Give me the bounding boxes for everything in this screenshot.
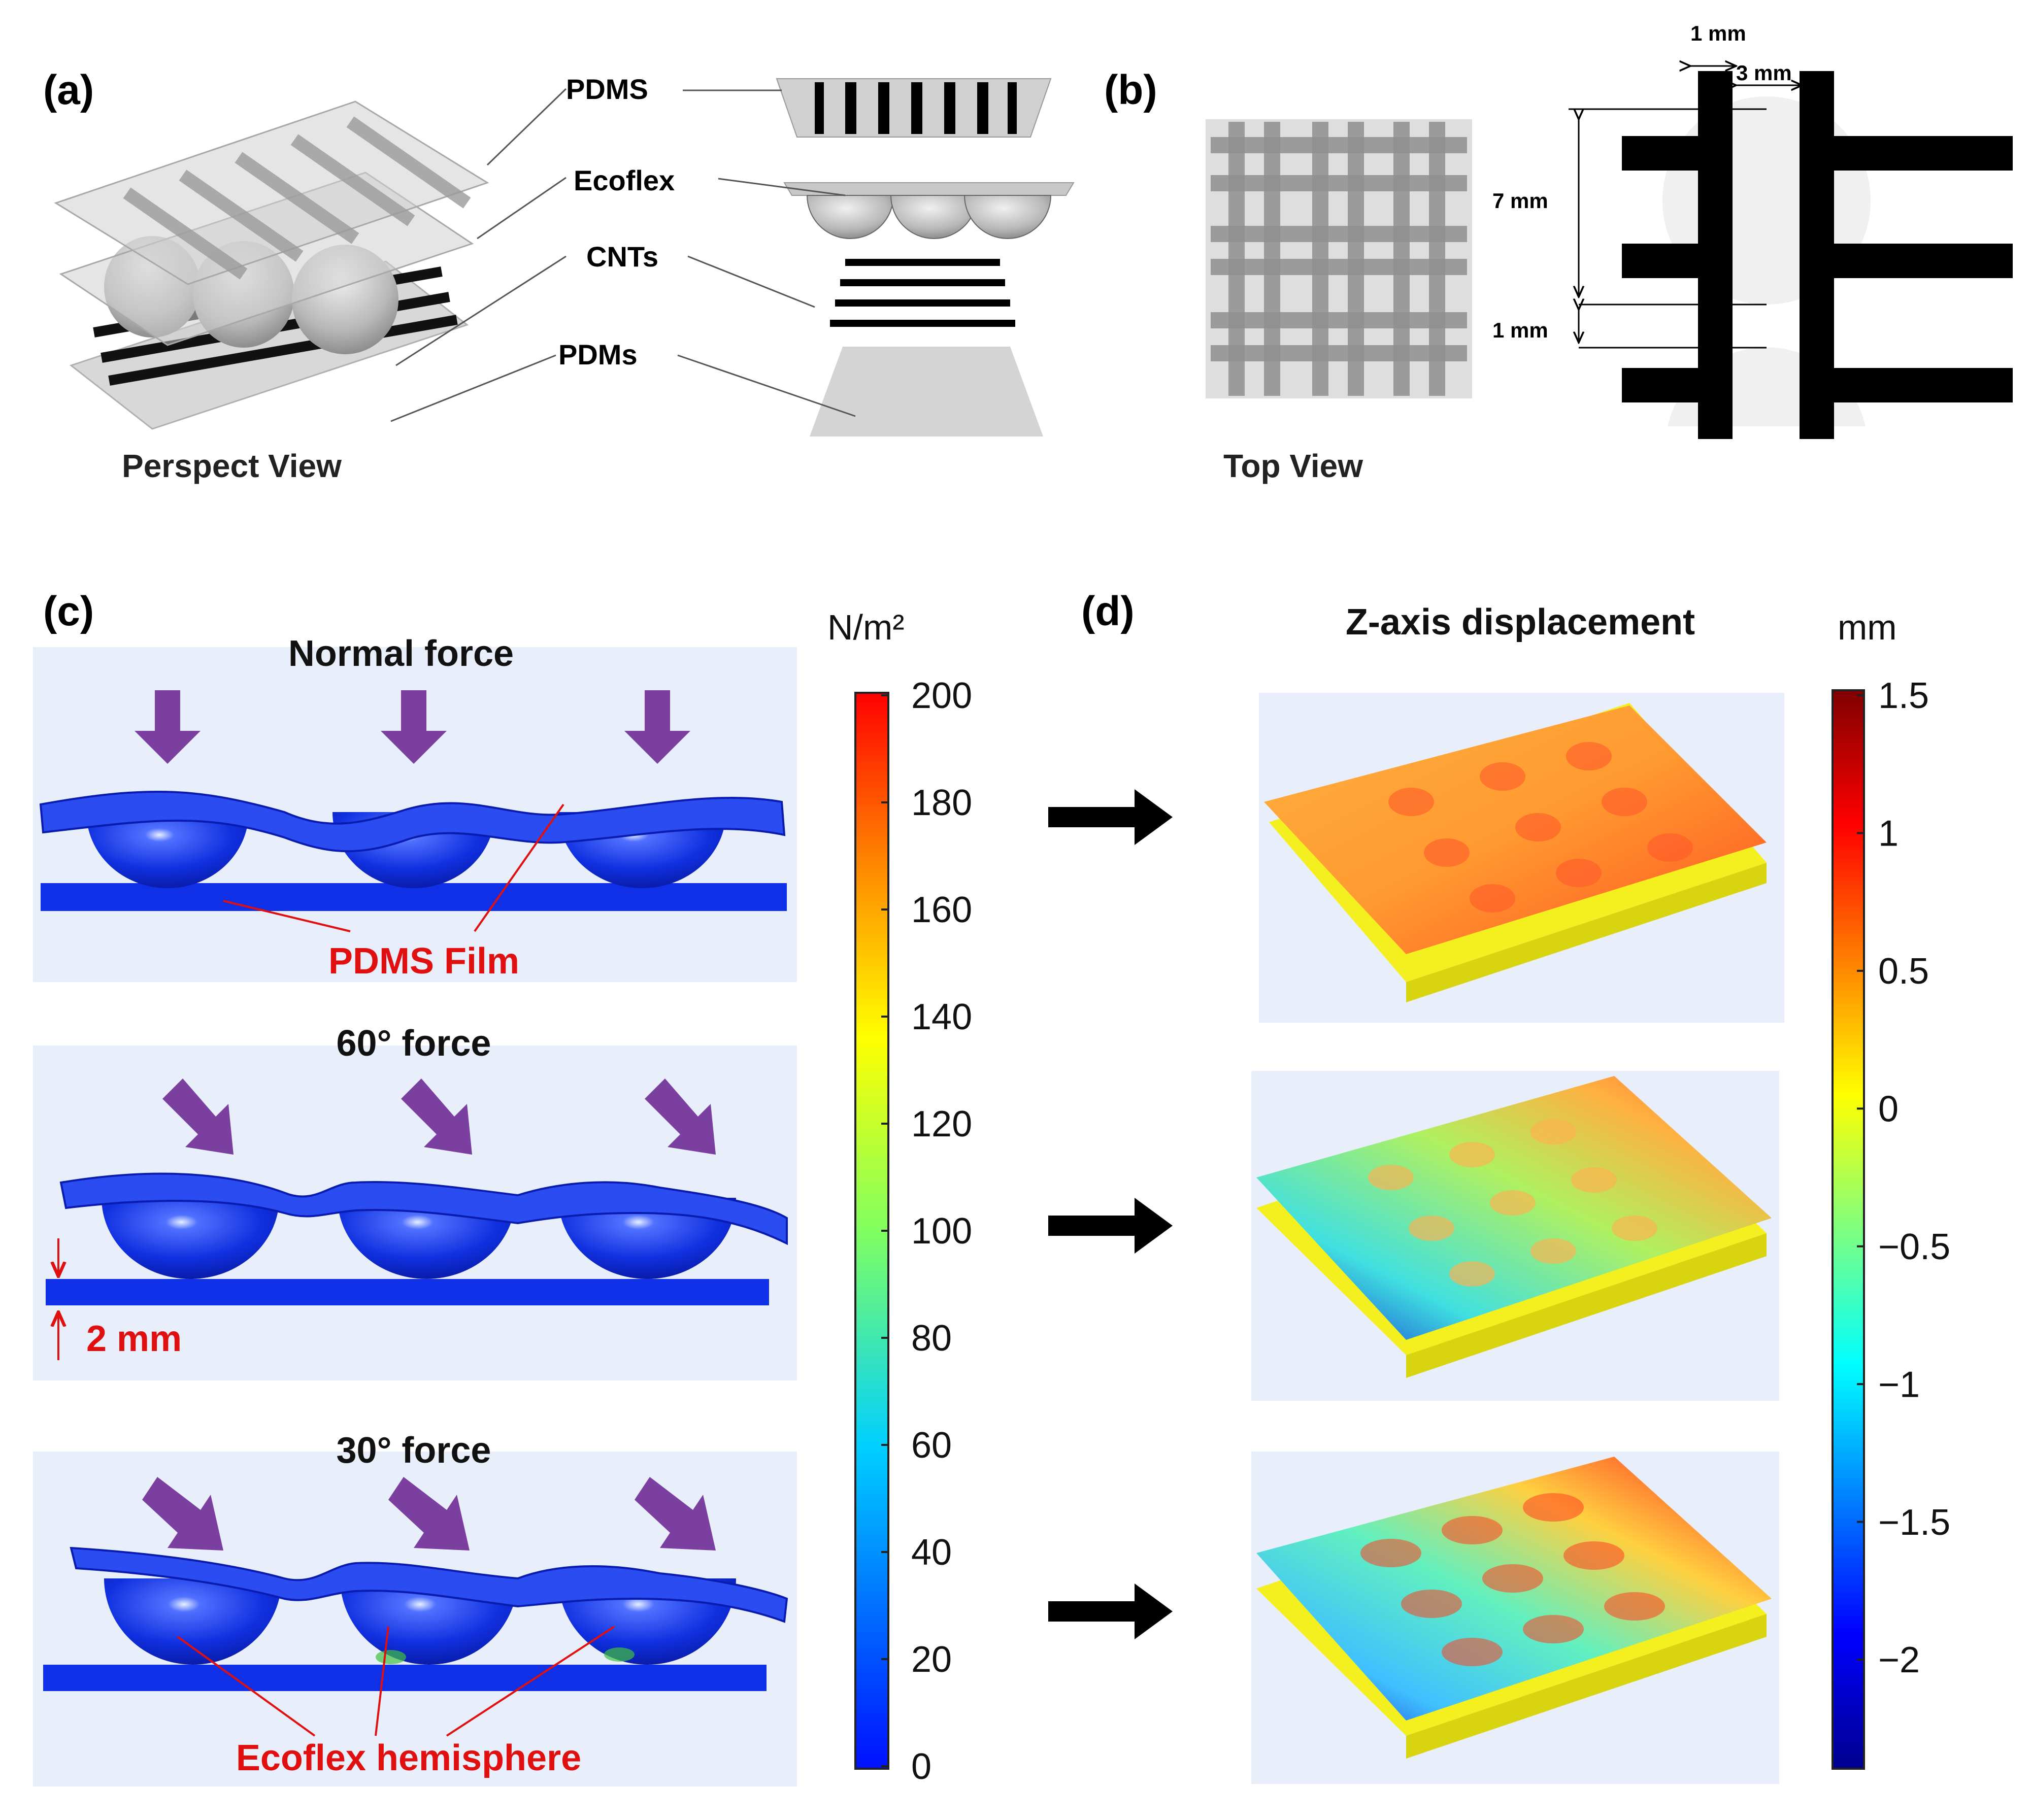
arrows-normal-force bbox=[135, 690, 690, 764]
displacement-tick-label: 0.5 bbox=[1878, 951, 1929, 992]
displacement-tick-label: 1 bbox=[1878, 814, 1899, 854]
colorbar-unit-stress: N/m² bbox=[827, 608, 905, 647]
stress-tick-label: 100 bbox=[911, 1211, 972, 1252]
annotation-lines-film bbox=[223, 803, 564, 932]
panel-a-leader-lines bbox=[390, 88, 856, 422]
exploded-hemispheres bbox=[806, 195, 1052, 239]
annotation-lines-hemi bbox=[177, 1626, 615, 1737]
stress-tick-label: 180 bbox=[911, 783, 972, 823]
stress-tick-label: 0 bbox=[911, 1746, 931, 1787]
top-view-caption: Top View bbox=[1223, 448, 1363, 484]
layer-label-pdms: PDMS bbox=[566, 73, 648, 105]
exploded-pdms-bottom bbox=[810, 347, 1043, 436]
stress-tick-label: 60 bbox=[911, 1425, 952, 1466]
displacement-tick-label: −2 bbox=[1878, 1640, 1920, 1680]
arrows-30-force bbox=[142, 1477, 716, 1551]
disp-60-spots bbox=[1368, 1119, 1657, 1287]
stress-tick-label: 80 bbox=[911, 1318, 952, 1359]
panel-d: (d) Z-axis displacement bbox=[1048, 588, 1950, 1784]
dim-label-7mm: 7 mm bbox=[1492, 189, 1548, 213]
title-z-displacement: Z-axis displacement bbox=[1346, 602, 1695, 643]
disp-normal-spots bbox=[1388, 742, 1693, 913]
displacement-tick-label: −1 bbox=[1878, 1364, 1920, 1405]
pdms-film-bottom-2 bbox=[46, 1279, 769, 1305]
colorbar-displacement bbox=[1832, 689, 1865, 1770]
exploded-top-electrodes bbox=[815, 82, 1017, 134]
disp-30-substrate-side bbox=[1406, 1614, 1767, 1759]
title-normal-force: Normal force bbox=[288, 633, 514, 674]
title-60-force: 60° force bbox=[337, 1023, 491, 1064]
annotation-ecoflex-hemisphere: Ecoflex hemisphere bbox=[236, 1738, 581, 1778]
panel-a-label: (a) bbox=[43, 67, 94, 113]
disp-normal-substrate-side bbox=[1406, 863, 1767, 1002]
schematic-dimension-lines bbox=[1569, 66, 1802, 349]
title-30-force: 30° force bbox=[337, 1430, 491, 1471]
panel-b-label: (b) bbox=[1104, 67, 1157, 113]
layer-label-pdms-bottom: PDMs bbox=[558, 339, 638, 370]
stress-tick-label: 40 bbox=[911, 1532, 952, 1573]
displacement-tick-label: 1.5 bbox=[1878, 676, 1929, 716]
stress-tick-label: 20 bbox=[911, 1639, 952, 1680]
stress-highlights-30 bbox=[376, 1647, 635, 1664]
panel-a: (a) bbox=[43, 67, 1075, 484]
disp-60-substrate-side bbox=[1406, 1233, 1767, 1378]
dim-label-3mm: 3 mm bbox=[1736, 61, 1792, 85]
panel-c-label: (c) bbox=[43, 588, 94, 634]
layer-label-cnts: CNTs bbox=[586, 241, 658, 273]
panel-c: (c) Normal force PDMS Film 60° force bbox=[33, 588, 972, 1787]
disp-30-bands bbox=[1360, 1493, 1665, 1666]
annotation-pdms-film: PDMS Film bbox=[328, 941, 519, 982]
layer-label-ecoflex: Ecoflex bbox=[574, 164, 675, 196]
annotation-2mm: 2 mm bbox=[86, 1319, 182, 1359]
exploded-cnt-lines bbox=[830, 259, 1015, 327]
pdms-film-bottom-3 bbox=[43, 1665, 767, 1691]
colorbar-displacement-ticks: 1.5 1 0.5 0 −0.5 −1 −1.5 −2 bbox=[1857, 676, 1950, 1680]
displacement-tick-label: −1.5 bbox=[1878, 1502, 1950, 1543]
stress-tick-label: 160 bbox=[911, 890, 972, 930]
exploded-ecoflex-sheet bbox=[783, 182, 1075, 196]
dim-label-1mm-side: 1 mm bbox=[1492, 318, 1548, 342]
arrows-to-displacement bbox=[1048, 789, 1173, 1639]
pdms-film-top-1 bbox=[39, 790, 786, 853]
displacement-tick-label: −0.5 bbox=[1878, 1227, 1950, 1267]
top-view-grid-bars bbox=[1211, 122, 1467, 396]
dim-label-1mm-top: 1 mm bbox=[1690, 21, 1746, 45]
panel-d-label: (d) bbox=[1081, 588, 1135, 634]
colorbar-unit-mm: mm bbox=[1838, 608, 1897, 647]
colorbar-stress bbox=[854, 692, 889, 1770]
stress-tick-label: 120 bbox=[911, 1104, 972, 1144]
pdms-film-top-2 bbox=[59, 1172, 788, 1245]
pdms-film-top-3 bbox=[70, 1546, 788, 1623]
perspective-top-electrodes bbox=[123, 116, 471, 280]
perspective-caption: Perspect View bbox=[122, 448, 342, 484]
displacement-tick-label: 0 bbox=[1878, 1089, 1899, 1129]
disp-normal-top bbox=[1264, 705, 1767, 954]
arrows-60-force bbox=[162, 1078, 716, 1155]
stress-tick-label: 140 bbox=[911, 997, 972, 1037]
stress-tick-label: 200 bbox=[911, 676, 972, 716]
panel-b: (b) Top View bbox=[1104, 21, 2013, 484]
schematic-vertical-electrodes bbox=[1698, 71, 1834, 439]
